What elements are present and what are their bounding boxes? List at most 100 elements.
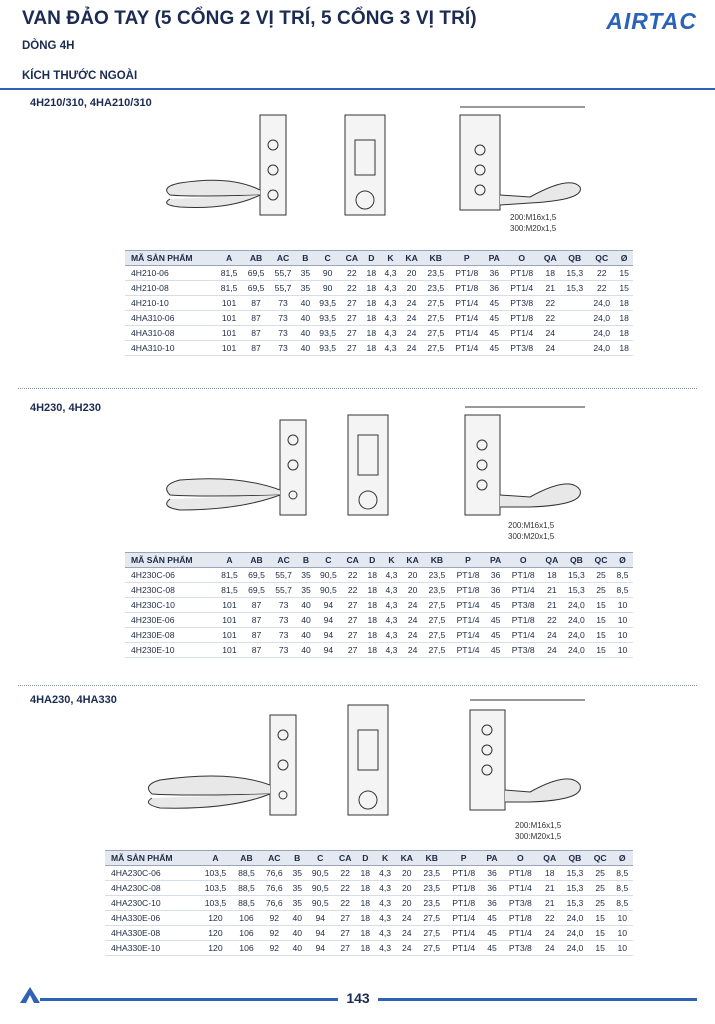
table-cell: 22 bbox=[588, 280, 616, 296]
table-cell: 93,5 bbox=[314, 325, 342, 341]
table-cell: 15 bbox=[615, 280, 633, 296]
table-cell: PT1/8 bbox=[502, 910, 539, 926]
table-cell: 27,5 bbox=[423, 612, 451, 628]
table-cell: PT1/4 bbox=[505, 582, 541, 598]
table-cell: 25 bbox=[588, 865, 612, 881]
table-cell: 45 bbox=[481, 910, 503, 926]
table-cell: 24,0 bbox=[588, 325, 616, 341]
table-cell: 27 bbox=[341, 295, 363, 311]
table-cell: 4HA330E-10 bbox=[105, 940, 199, 956]
table-cell: 27,5 bbox=[423, 642, 451, 658]
table-cell: 101 bbox=[215, 295, 243, 311]
table-cell: 15,3 bbox=[561, 895, 589, 911]
table-cell: 76,6 bbox=[260, 880, 289, 896]
table-cell: 18 bbox=[363, 567, 382, 583]
table-cell: 36 bbox=[481, 865, 503, 881]
column-header: CA bbox=[334, 850, 357, 866]
table-cell: 87 bbox=[242, 627, 271, 643]
table-cell: 69,5 bbox=[242, 265, 270, 281]
table-cell: 27,5 bbox=[422, 340, 450, 356]
table-cell: 18 bbox=[363, 642, 382, 658]
table-cell: 87 bbox=[242, 310, 270, 326]
table-cell: PT1/4 bbox=[505, 627, 541, 643]
column-header: K bbox=[381, 552, 402, 568]
table-cell: 24 bbox=[538, 925, 562, 941]
table-cell: 93,5 bbox=[314, 310, 342, 326]
table-cell: PT1/8 bbox=[504, 265, 540, 281]
table-cell: PT1/4 bbox=[502, 925, 539, 941]
table-cell: 40 bbox=[297, 642, 315, 658]
table-cell: 106 bbox=[232, 940, 261, 956]
table-cell: 4H230E-06 bbox=[125, 612, 216, 628]
table-cell: 25 bbox=[588, 895, 612, 911]
table-cell: 101 bbox=[215, 597, 243, 613]
table-cell: 21 bbox=[538, 895, 562, 911]
table-cell: 15 bbox=[588, 940, 612, 956]
table-cell: 4,3 bbox=[381, 612, 402, 628]
table-cell: PT1/8 bbox=[445, 865, 482, 881]
table-cell: 40 bbox=[288, 940, 307, 956]
table-cell: 4,3 bbox=[380, 280, 401, 296]
column-header: Ø bbox=[612, 552, 633, 568]
table-cell: 22 bbox=[341, 567, 364, 583]
table-cell: 4,3 bbox=[380, 295, 401, 311]
table-cell: 22 bbox=[539, 295, 562, 311]
table-cell: 90,5 bbox=[314, 582, 342, 598]
table-cell: 45 bbox=[484, 310, 505, 326]
table-cell: 18 bbox=[363, 627, 382, 643]
table-cell: PT3/8 bbox=[504, 295, 540, 311]
column-header: A bbox=[198, 850, 233, 866]
table-cell: 40 bbox=[296, 310, 315, 326]
table-cell: 35 bbox=[288, 880, 307, 896]
table-cell: 4,3 bbox=[374, 910, 396, 926]
table-cell: 73 bbox=[270, 612, 298, 628]
table-cell: 81,5 bbox=[215, 280, 243, 296]
table-cell: 24,0 bbox=[588, 310, 616, 326]
svg-text:300:M20x1,5: 300:M20x1,5 bbox=[515, 832, 562, 841]
table-cell: PT1/4 bbox=[449, 295, 485, 311]
table-cell: 45 bbox=[481, 925, 503, 941]
table-cell: 90,5 bbox=[306, 880, 335, 896]
dimension-heading: KÍCH THƯỚC NGOÀI bbox=[22, 70, 138, 82]
heading-rule bbox=[0, 88, 715, 90]
table-cell: 101 bbox=[215, 612, 243, 628]
column-header: QC bbox=[588, 850, 612, 866]
column-header: AC bbox=[260, 850, 289, 866]
table-cell: 15,3 bbox=[561, 880, 589, 896]
table-cell: 87 bbox=[242, 642, 271, 658]
table-cell: 25 bbox=[588, 880, 612, 896]
table-cell: 55,7 bbox=[270, 567, 298, 583]
column-header: KB bbox=[423, 552, 451, 568]
table-cell: 23,5 bbox=[423, 582, 451, 598]
column-header: P bbox=[449, 250, 485, 266]
column-header: AB bbox=[242, 250, 270, 266]
column-header: O bbox=[504, 250, 540, 266]
drawing-section-3: 200:M16x1,5 300:M20x1,5 bbox=[147, 699, 585, 841]
column-header: B bbox=[297, 552, 315, 568]
table-cell: 94 bbox=[306, 910, 335, 926]
table-cell: PT1/4 bbox=[450, 642, 486, 658]
drawing-section-2: 200:M16x1,5 300:M20x1,5 bbox=[166, 406, 585, 541]
table-cell: 103,5 bbox=[198, 895, 233, 911]
table-cell: 27 bbox=[341, 340, 363, 356]
table-cell: 8,5 bbox=[612, 567, 633, 583]
column-header: D bbox=[362, 250, 381, 266]
column-header: K bbox=[374, 850, 396, 866]
table-cell: 18 bbox=[362, 310, 381, 326]
table-cell: 35 bbox=[296, 280, 315, 296]
table-cell: 24,0 bbox=[561, 910, 589, 926]
table-cell: 18 bbox=[356, 880, 375, 896]
table-cell: 35 bbox=[288, 865, 307, 881]
column-header: PA bbox=[485, 552, 506, 568]
table-cell: 18 bbox=[356, 925, 375, 941]
table-cell: PT3/8 bbox=[502, 895, 539, 911]
table-cell: 69,5 bbox=[242, 567, 271, 583]
table-cell: 24 bbox=[400, 310, 423, 326]
table-cell: 36 bbox=[484, 265, 505, 281]
